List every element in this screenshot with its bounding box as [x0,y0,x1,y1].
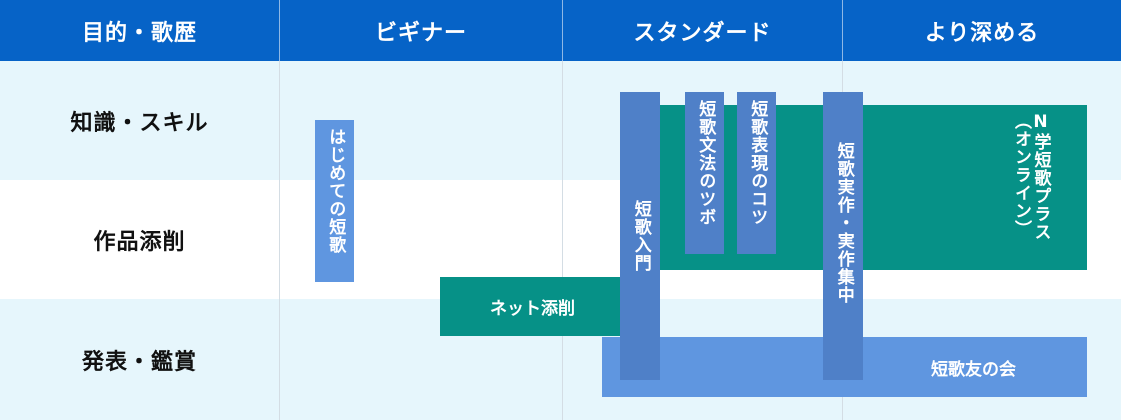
course-online-plus[interactable] [660,105,1087,270]
header-divider [562,0,563,61]
header-standard: スタンダード [633,20,772,46]
course-online-plus-label: （オンライン） N学短歌プラス [1000,112,1060,262]
header-beginner: ビギナー [374,20,467,46]
course-tanka-tomonokai-label-box: 短歌友の会 [860,337,1087,397]
row-label-presentation: 発表・鑑賞 [81,349,197,375]
course-online-plus-line1: （オンライン） [1011,112,1031,238]
grid-line [279,61,280,420]
course-tanka-hyougen-label: 短歌表現のコツ [747,100,768,226]
header-divider [279,0,280,61]
course-net-tensaku-label: ネット添削 [490,299,575,319]
course-tanka-tomonokai-label: 短歌友の会 [931,359,1016,380]
header-purpose: 目的・歌歴 [81,20,197,46]
header-bar [0,0,1121,61]
row-label-correction: 作品添削 [93,229,186,255]
course-tanka-bunpou-label: 短歌文法のツボ [695,100,716,226]
grid-line [562,61,563,420]
course-tanka-bunpou[interactable]: 短歌文法のツボ [685,92,724,254]
course-online-plus-line2: N学短歌プラス [1030,112,1051,241]
course-hajimete-label: はじめての短歌 [325,128,346,254]
course-tanka-hyougen[interactable]: 短歌表現のコツ [737,92,776,254]
course-net-tensaku[interactable]: ネット添削 [440,277,625,336]
row-label-knowledge: 知識・スキル [70,110,209,136]
course-tanka-jissaku[interactable]: 短歌実作・実作集中 [823,92,863,380]
course-tanka-jissaku-label: 短歌実作・実作集中 [833,142,854,304]
course-tanka-nyumon[interactable]: 短歌入門 [620,92,660,380]
course-hajimete[interactable]: はじめての短歌 [315,120,354,282]
header-divider [842,0,843,61]
header-advanced: より深める [924,20,1040,46]
course-tanka-nyumon-label: 短歌入門 [630,200,651,272]
